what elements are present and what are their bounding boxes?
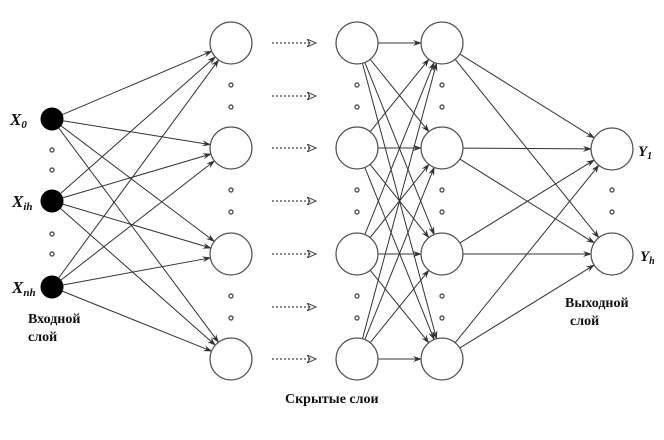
hidden-ellipsis-arrows [272,43,316,359]
input-node-xnh [40,275,64,299]
edge-h3-3-to-out-1 [459,264,595,349]
ellipsis-dot [439,209,445,215]
edge-input-1-to-h1-1 [62,153,212,199]
edge-h3-0-to-out-0 [459,53,596,139]
ellipsis-dot [354,293,360,299]
ellipsis-dot [228,209,234,215]
edge-h3-1-to-out-0 [462,145,593,152]
hidden-2-node-0 [335,21,379,65]
edge-input-2-to-h1-3 [62,290,213,352]
hidden-2-node-3 [335,337,379,381]
ellipsis-dot [228,187,234,193]
output-node-yh [590,232,634,276]
edge-input-2-to-h1-2 [62,256,212,286]
edge-input-1-to-h1-3 [59,207,217,346]
hidden-1-node-3 [209,337,253,381]
input-label-xnh: Xnh [11,278,36,299]
hidden-3-node-0 [420,21,464,65]
edge-h2-3-to-h3-2 [369,269,430,343]
ellipsis-dot [49,167,55,173]
edge-input-2-to-h1-0 [58,59,220,279]
ellipsis-dot [439,104,445,110]
edge-h2-3-to-h3-0 [361,62,438,339]
hidden-2-node-2 [335,232,379,276]
ellipsis-dot [354,104,360,110]
ellipsis-dot [439,187,445,193]
hidden-1-node-0 [209,21,253,65]
hidden-1-node-1 [209,126,253,170]
edge-h3-2-to-out-0 [459,159,595,244]
ellipsis-dot [228,315,234,321]
input-layer-caption-line1: Входной [28,312,80,327]
edge-input-1-to-h1-0 [59,56,217,195]
hidden-3-node-1 [420,126,464,170]
hidden-1-node-2 [209,232,253,276]
ellipsis-dot [609,209,615,215]
ellipsis-dot [228,104,234,110]
connections [58,40,600,362]
ellipsis-dot [49,147,55,153]
edge-h3-3-to-out-0 [454,164,600,343]
hidden-3-node-2 [420,232,464,276]
edge-input-0-to-h1-3 [58,127,220,343]
input-layer-caption-line2: слой [28,330,57,345]
hidden-3-node-3 [420,337,464,381]
output-layer-caption-line2: слой [570,314,599,329]
edge-h2-1-to-h3-0 [369,58,430,132]
ellipsis-dot [228,82,234,88]
edge-h2-3-to-h3-1 [364,166,435,340]
edge-input-0-to-h1-2 [60,125,216,242]
edge-input-1-to-h1-2 [62,203,212,249]
edge-input-0-to-h1-1 [62,120,212,147]
ellipsis-dots [49,82,615,321]
ellipsis-dot [439,82,445,88]
input-label-x0: X0 [9,110,27,131]
hidden-layers-caption: Скрытые слои [285,392,379,407]
output-label-yh: Yh [640,249,655,267]
ellipsis-dot [354,209,360,215]
hidden-2-node-1 [335,126,379,170]
ellipsis-dot [354,187,360,193]
input-node-xih [40,189,64,213]
output-node-y1 [590,127,634,171]
output-label-y1: Y1 [638,144,652,162]
ellipsis-dot [354,315,360,321]
ellipsis-dot [49,251,55,257]
ellipsis-dot [439,293,445,299]
edge-input-0-to-h1-0 [61,50,213,116]
output-layer-caption-line1: Выходной [565,296,629,311]
nodes [40,21,634,381]
ellipsis-dot [609,187,615,193]
input-label-xih: Xih [11,192,33,213]
input-node-x0 [40,107,64,131]
ellipsis-dot [439,315,445,321]
ellipsis-dot [49,231,55,237]
edge-h2-2-to-h3-0 [364,61,435,235]
ellipsis-dot [228,293,234,299]
ellipsis-dot [354,82,360,88]
edge-input-2-to-h1-1 [60,160,216,281]
